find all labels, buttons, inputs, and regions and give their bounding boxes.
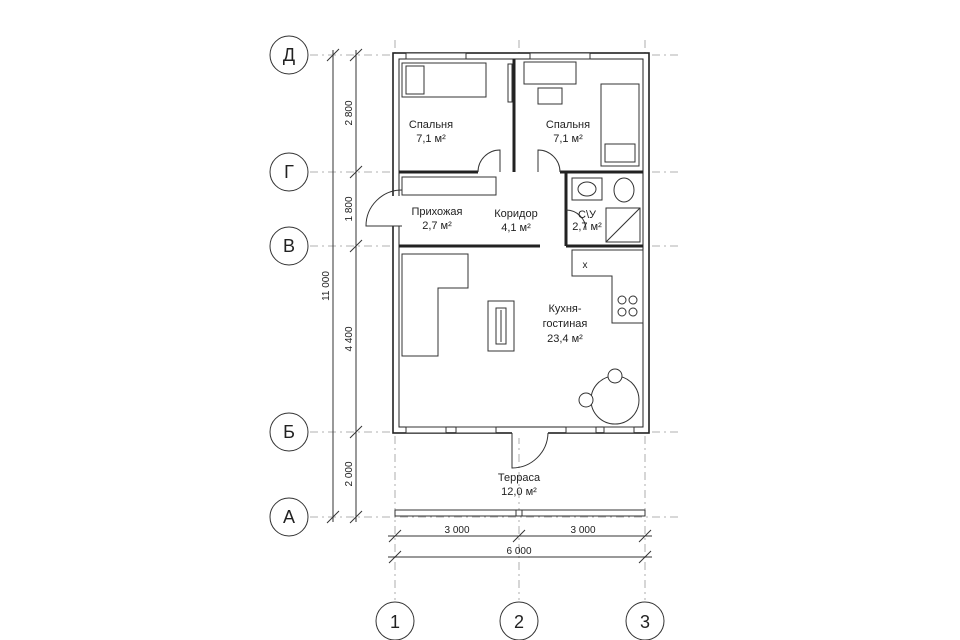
axis-marker-g: Г xyxy=(269,152,309,192)
hallway-name: Прихожая xyxy=(412,206,463,218)
bottom-dimension-chain: 3 000 3 000 6 000 xyxy=(388,525,652,564)
hob-burner-3 xyxy=(617,307,627,317)
dim-total-width: 6 000 xyxy=(506,546,531,557)
bathroom-area: 2,7 м² xyxy=(572,221,602,233)
axis-marker-a: А xyxy=(269,497,309,537)
dim-bottom-2: 3 000 xyxy=(570,525,595,536)
kitchen-counter xyxy=(571,249,644,324)
wardrobe-left xyxy=(507,63,513,103)
bedroom-left-area: 7,1 м² xyxy=(416,133,446,145)
axis-marker-d: Д xyxy=(269,35,309,75)
axis-label-d: Д xyxy=(283,45,295,65)
axis-label-g: Г xyxy=(284,162,294,182)
axis-label-v: В xyxy=(283,236,295,256)
hob-burner-4 xyxy=(628,307,638,317)
stove-mark: x xyxy=(583,260,588,271)
hallway-wardrobe xyxy=(401,176,497,196)
corridor-area: 4,1 м² xyxy=(501,222,531,234)
column-axis-markers: 1 2 3 xyxy=(375,601,665,640)
corner-sofa xyxy=(401,253,469,357)
doors xyxy=(365,149,587,469)
desk-right xyxy=(523,61,577,85)
bathroom-name: С\У xyxy=(578,209,597,221)
bedroom-right-area: 7,1 м² xyxy=(553,133,583,145)
walls xyxy=(390,52,650,438)
kitchen-area: 23,4 м² xyxy=(547,333,583,345)
axis-marker-b: Б xyxy=(269,412,309,452)
left-dimension-chain: 2 800 1 800 4 400 2 000 11 000 xyxy=(321,48,363,524)
room-labels: Спальня 7,1 м² Спальня 7,1 м² Прихожая 2… xyxy=(409,119,602,345)
toilet xyxy=(613,177,635,203)
terrace: Терраса 12,0 м² xyxy=(394,472,646,517)
axis-label-a: А xyxy=(283,507,295,527)
hallway-area: 2,7 м² xyxy=(422,220,452,232)
dim-left-2: 1 800 xyxy=(344,196,355,221)
corridor-name: Коридор xyxy=(494,208,537,220)
bedroom-right-door-swing xyxy=(537,149,561,173)
dining-chair-left xyxy=(578,392,594,408)
terrace-name: Терраса xyxy=(498,472,541,484)
dim-left-1: 2 800 xyxy=(344,100,355,125)
axis-marker-v: В xyxy=(269,226,309,266)
axis-marker-1: 1 xyxy=(375,601,415,640)
axis-marker-2: 2 xyxy=(499,601,539,640)
row-axis-markers: Д Г В Б А xyxy=(269,35,309,537)
chair-right xyxy=(537,87,563,105)
axis-label-3: 3 xyxy=(640,612,650,632)
bathroom-door-swing xyxy=(565,209,587,231)
kitchen-name-line1: Кухня- xyxy=(548,303,581,315)
entrance-door-swing xyxy=(365,189,403,227)
axis-label-b: Б xyxy=(283,422,295,442)
axis-marker-3: 3 xyxy=(625,601,665,640)
bed-right-pillow xyxy=(604,143,636,163)
axis-label-2: 2 xyxy=(514,612,524,632)
hob-burner-1 xyxy=(617,295,627,305)
terrace-area: 12,0 м² xyxy=(501,486,537,498)
dim-left-4: 2 000 xyxy=(344,461,355,486)
washbasin-bowl xyxy=(577,181,597,197)
bedroom-right-name: Спальня xyxy=(546,119,590,131)
bed-left-pillow xyxy=(405,65,425,95)
hob-burner-2 xyxy=(628,295,638,305)
axis-label-1: 1 xyxy=(390,612,400,632)
furniture: x xyxy=(401,61,644,425)
kitchen-name-line2: гостиная xyxy=(543,318,588,330)
bedroom-left-name: Спальня xyxy=(409,119,453,131)
terrace-door-swing xyxy=(511,432,549,469)
dining-chair-top xyxy=(607,368,623,384)
dim-total-height: 11 000 xyxy=(321,271,332,301)
bedroom-left-door-swing xyxy=(477,149,501,173)
dim-left-3: 4 400 xyxy=(344,326,355,351)
dim-bottom-1: 3 000 xyxy=(444,525,469,536)
